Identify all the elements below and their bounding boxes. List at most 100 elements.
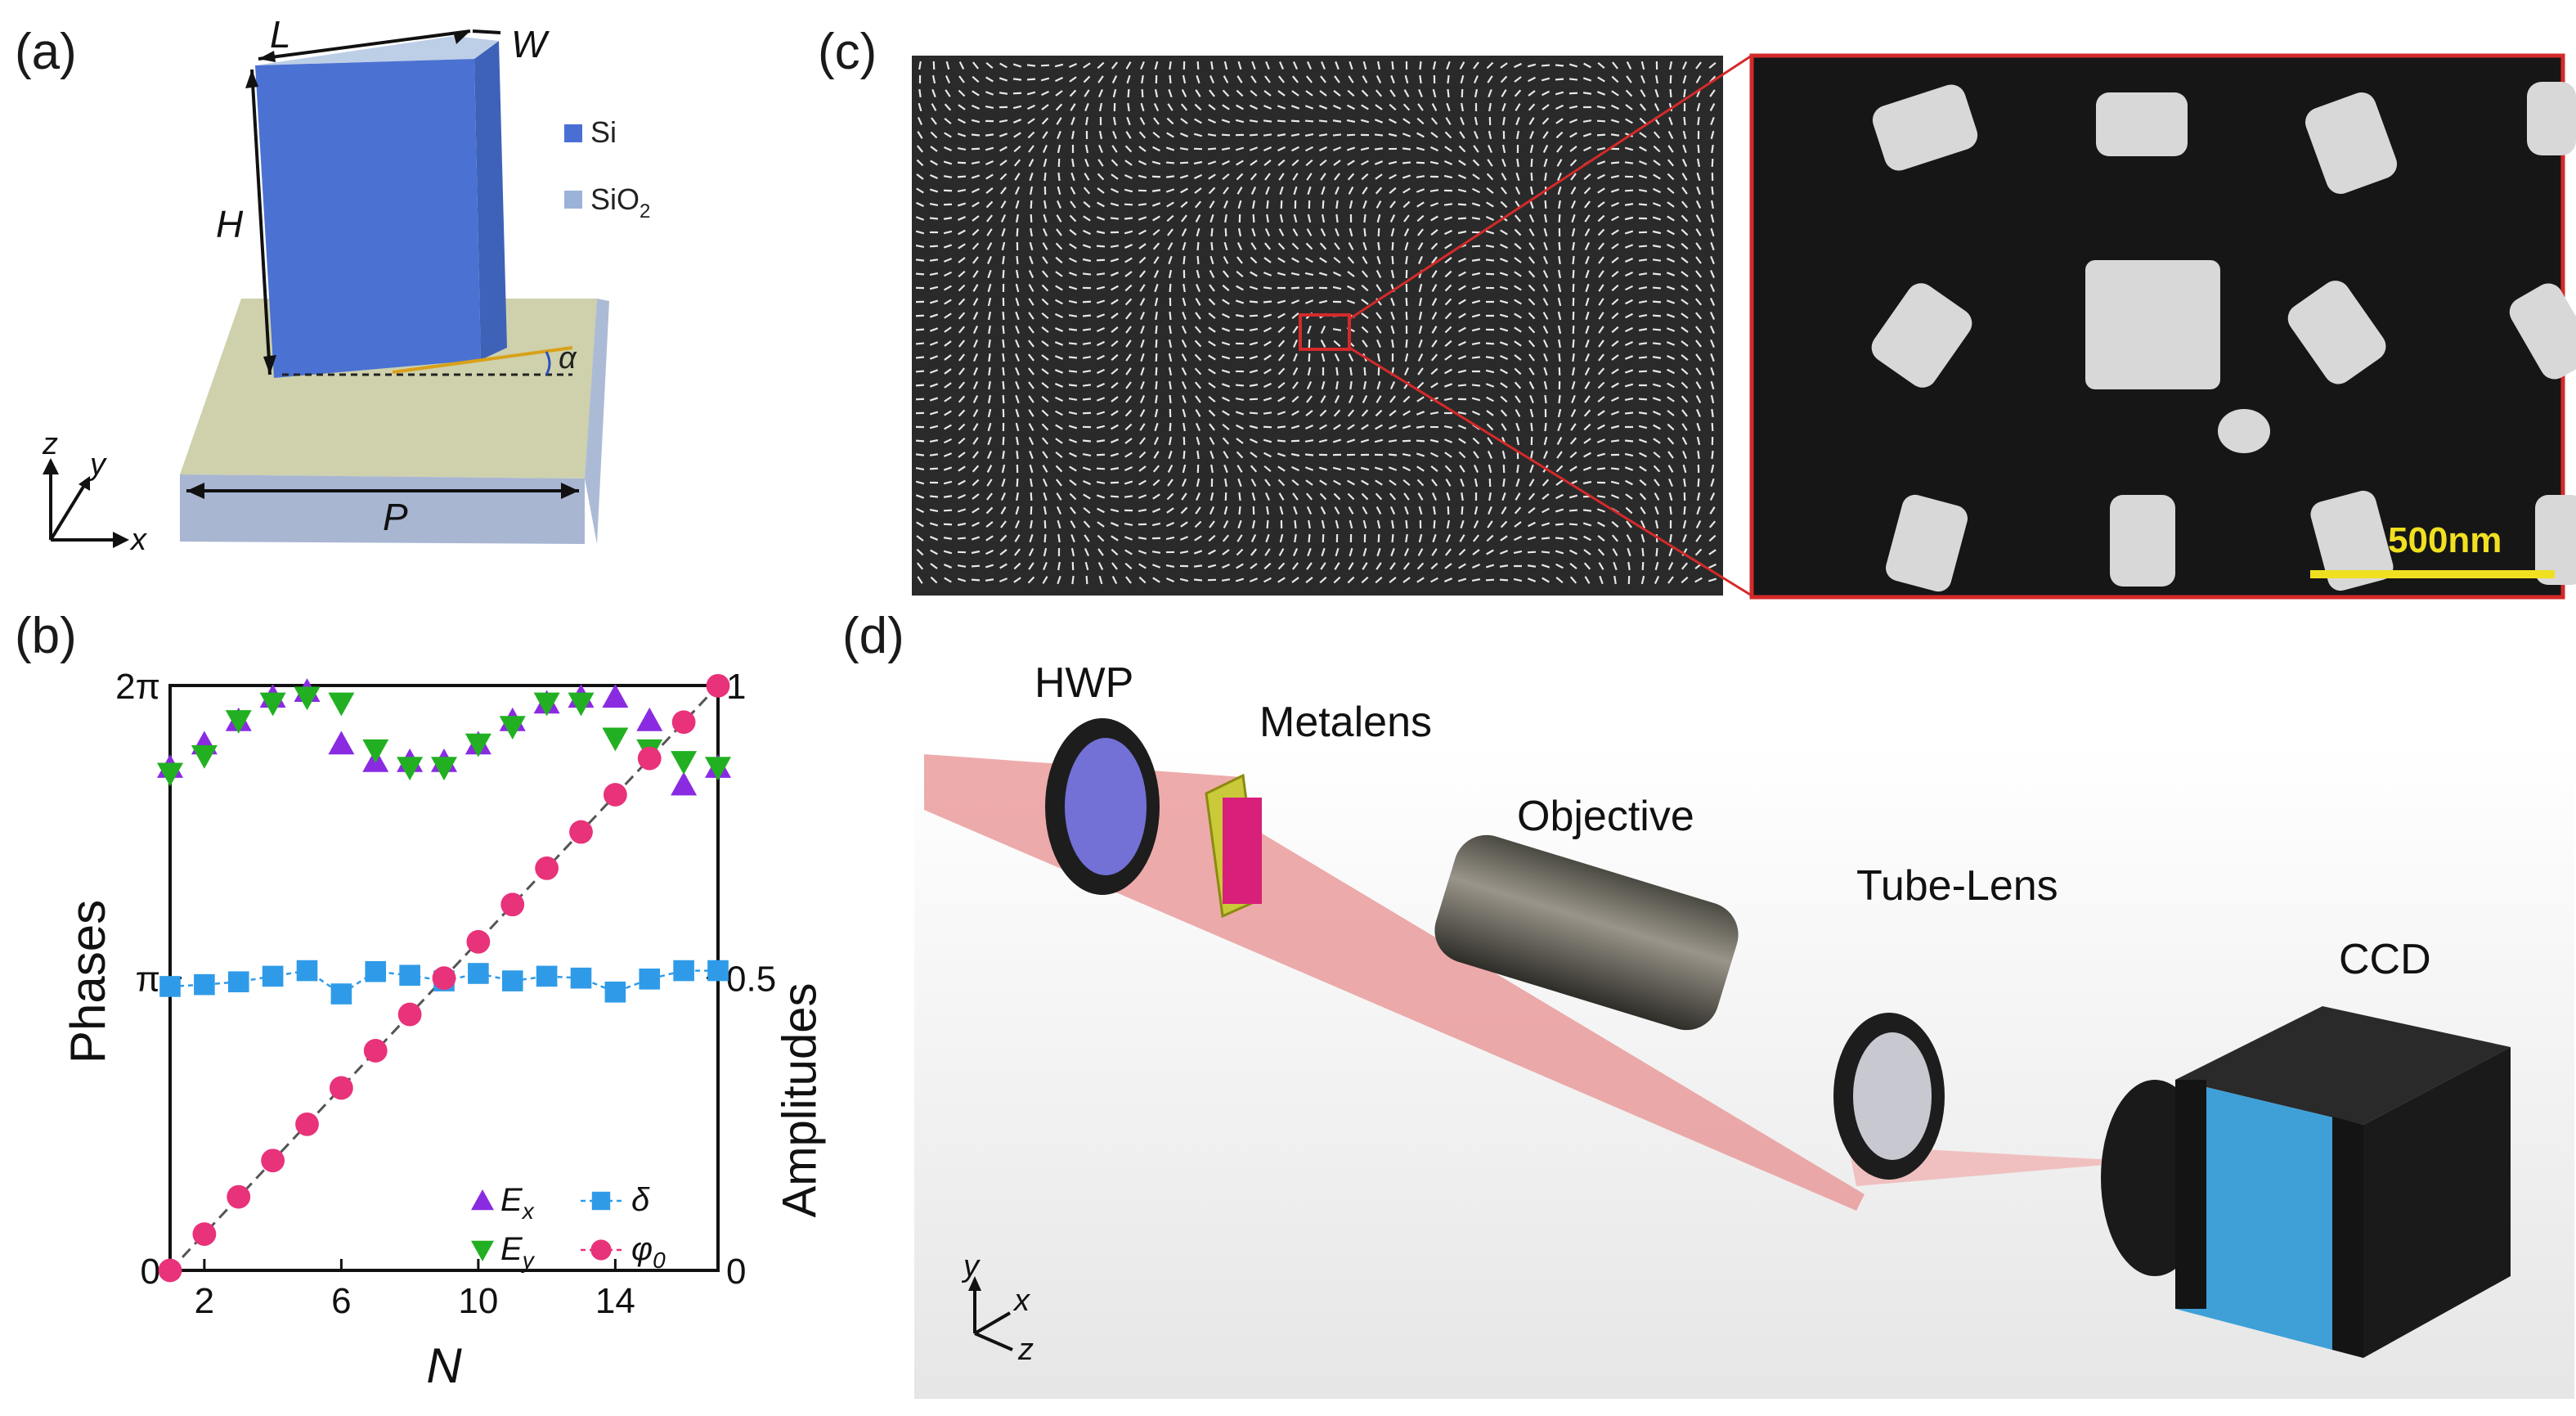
nanopillar xyxy=(972,409,979,417)
nanopillar xyxy=(1347,104,1355,110)
nanopillar xyxy=(1333,409,1341,417)
nanopillar xyxy=(1418,297,1423,307)
x-axis-title: N xyxy=(426,1338,462,1393)
nanopillar xyxy=(1500,229,1508,236)
nanopillar xyxy=(972,479,980,487)
nanopillar xyxy=(1277,465,1286,472)
nanopillar xyxy=(1277,562,1286,570)
nanopillar xyxy=(1376,380,1381,390)
nanopillar xyxy=(1640,89,1646,97)
nanopillar xyxy=(1041,354,1049,361)
nanopillar xyxy=(1319,242,1327,250)
nanopillar xyxy=(1028,284,1034,292)
nanopillar xyxy=(1569,576,1577,584)
nanopillar xyxy=(1012,119,1022,124)
nanopillar xyxy=(1335,214,1339,223)
nanopillar xyxy=(1485,230,1495,235)
nanopillar xyxy=(1376,270,1382,278)
nanopillar xyxy=(1277,257,1286,263)
nanopillar xyxy=(1029,241,1034,251)
nanopillar xyxy=(1460,478,1465,488)
nanopillar xyxy=(985,160,994,166)
nanopillar xyxy=(1544,394,1547,404)
nanopillar xyxy=(1458,438,1466,444)
nanopillar xyxy=(1181,492,1187,501)
nanopillar xyxy=(1375,409,1383,417)
nanopillar xyxy=(1572,325,1575,335)
nanopillar xyxy=(1334,506,1340,515)
nanopillar xyxy=(1084,144,1089,154)
nanopillar xyxy=(1279,533,1284,543)
nanopillar xyxy=(1362,519,1367,529)
nanopillar xyxy=(1528,214,1535,223)
nanopillar xyxy=(985,564,994,569)
nanopillar xyxy=(1543,214,1548,223)
nanopillar xyxy=(1028,423,1034,431)
nanopillar xyxy=(1486,173,1494,181)
nanopillar xyxy=(1402,147,1411,151)
nanopillar xyxy=(1098,102,1103,112)
nanopillar xyxy=(1169,283,1172,293)
nanopillar xyxy=(1514,62,1522,69)
nanopillar xyxy=(1639,146,1647,152)
nanopillar xyxy=(1429,411,1439,416)
nanopillar xyxy=(944,299,952,305)
nanopillar xyxy=(972,339,979,348)
nanopillar xyxy=(1502,478,1506,488)
nanopillar xyxy=(1224,478,1227,488)
nanopillar xyxy=(1417,492,1424,501)
nanopillar xyxy=(958,339,965,348)
nanopillar xyxy=(1138,216,1147,221)
nanopillar xyxy=(1708,578,1717,582)
nanopillar xyxy=(1710,269,1715,279)
nanopillar xyxy=(1332,285,1342,290)
nanopillar xyxy=(1431,326,1438,334)
nanopillar xyxy=(1138,465,1147,472)
nanopillar xyxy=(1154,283,1159,293)
nanopillar xyxy=(1348,242,1354,250)
nanopillar xyxy=(988,380,991,390)
nanopillar xyxy=(1097,534,1105,542)
nanopillar xyxy=(1374,160,1384,165)
nanopillar xyxy=(1528,76,1536,83)
nanopillar xyxy=(1182,241,1187,251)
nanopillar xyxy=(1528,492,1536,501)
nanopillar xyxy=(1152,242,1160,250)
nanopillar xyxy=(1209,270,1215,278)
nanopillar xyxy=(957,147,967,151)
nanopillar xyxy=(1610,174,1620,179)
nanopillar xyxy=(1222,423,1230,431)
nanopillar xyxy=(1485,564,1495,569)
nanopillar xyxy=(1416,117,1425,125)
nanopillar xyxy=(1681,173,1688,181)
nanopillar xyxy=(958,423,966,431)
nanopillar xyxy=(1611,534,1619,542)
nanopillar xyxy=(1320,173,1326,181)
nanopillar xyxy=(1402,479,1411,487)
pillar-side xyxy=(474,41,507,360)
axis-x-label-d: x xyxy=(1012,1283,1031,1318)
nanopillar xyxy=(1668,61,1673,70)
nanopillar xyxy=(1528,339,1536,348)
nanopillar xyxy=(958,270,966,278)
nanopillar xyxy=(1042,131,1048,139)
nanopillar xyxy=(958,437,966,445)
nanopillar xyxy=(1362,339,1368,348)
nanopillar xyxy=(1486,61,1494,70)
nanopillar xyxy=(1291,312,1299,320)
nanopillar xyxy=(1488,130,1492,140)
nanopillar xyxy=(1277,159,1286,167)
nanopillar xyxy=(1041,284,1049,292)
nanopillar xyxy=(1653,187,1661,194)
nanopillar xyxy=(1610,202,1620,207)
nanopillar xyxy=(1069,243,1077,249)
nanopillar xyxy=(1431,284,1438,292)
nanopillar xyxy=(1458,160,1466,166)
ey-point xyxy=(602,727,629,752)
nanopillar xyxy=(1138,160,1147,166)
nanopillar xyxy=(1638,425,1648,429)
nanopillar xyxy=(929,299,939,304)
nanopillar xyxy=(1069,465,1077,472)
nanopillar xyxy=(1152,577,1160,583)
